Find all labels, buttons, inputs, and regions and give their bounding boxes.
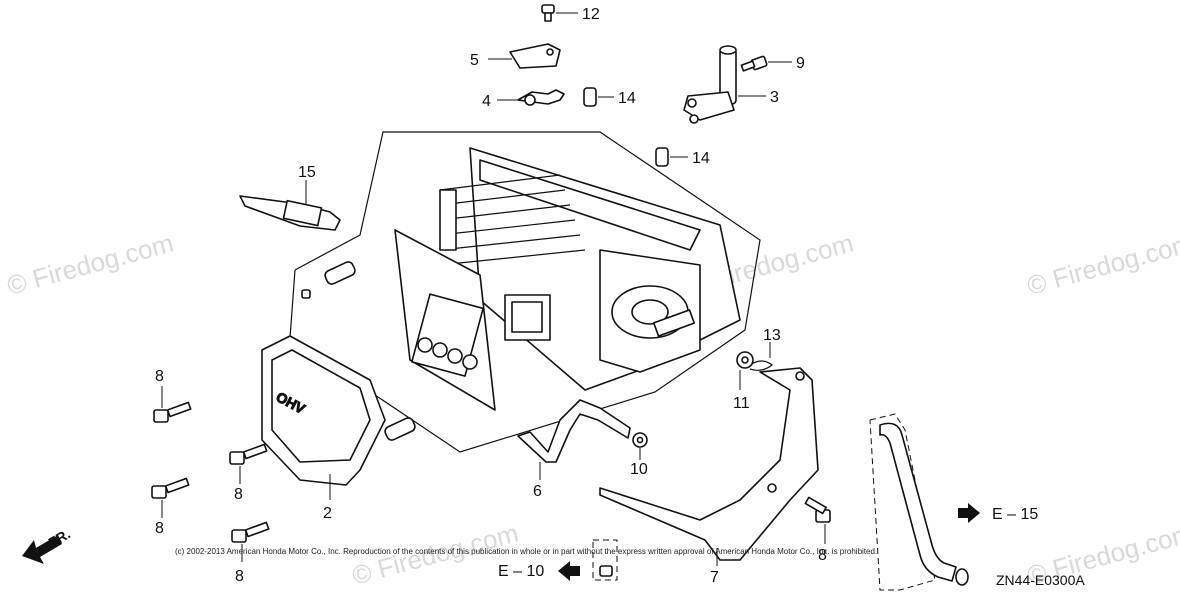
e10-label: E – 10 [498,563,544,580]
part-7-baffle-plate: 7 [599,367,819,586]
e10-reference: E – 10 [498,539,618,581]
callout-4: 4 [482,93,491,110]
part-2-head-cover: OHV 2 [261,335,386,522]
callout-3: 3 [770,89,779,106]
callout-14b: 14 [692,150,710,167]
callout-8b: 8 [234,486,243,503]
callout-15: 15 [298,164,316,181]
part-5-plate: 5 [470,43,561,69]
valve-guides [301,261,416,441]
cylinder-block [394,147,741,411]
callout-8a: 8 [155,368,164,385]
e15-reference: E – 15 [958,503,1038,523]
part-14-dowel-pin-b: 14 [655,147,710,167]
watermark: © Firedog.com [1024,228,1180,301]
copyright-notice: (c) 2002-2013 American Honda Motor Co., … [175,547,877,556]
part-8-bolt-a: 8 [153,368,192,423]
part-6-lever: 6 [517,399,631,500]
hose-reference [869,413,969,591]
callout-14a: 14 [618,90,636,107]
part-8-bolt-b: 8 [229,443,268,503]
part-8-bolt-c: 8 [151,477,190,537]
callout-8d: 8 [235,568,244,585]
part-3-breather-pipe: 3 [683,45,779,124]
callout-8e: 8 [818,547,827,564]
callout-8c: 8 [155,520,164,537]
watermark: © Firedog.com [4,228,177,301]
part-12-bolt: 12 [541,4,600,23]
part-8-bolt-d: 8 [231,521,270,585]
assembly-outline [289,131,761,453]
callout-13: 13 [763,327,781,344]
callout-9: 9 [796,55,805,72]
front-direction-arrow: FR. [22,525,73,564]
part-11-nut: 11 [733,351,754,412]
part-15-spark-plug: 15 [239,164,341,231]
callout-11: 11 [733,395,750,412]
callout-10: 10 [630,461,648,478]
part-9-bolt: 9 [740,55,805,72]
callout-12: 12 [582,6,600,23]
part-8-bolt-e: 8 [804,496,831,564]
part-4-lock-plate: 4 [482,89,565,110]
part-14-dowel-pin-a: 14 [583,87,636,107]
callout-5: 5 [470,52,479,69]
e15-label: E – 15 [992,506,1038,523]
part-13-clip: 13 [749,327,781,371]
callout-2: 2 [323,505,332,522]
callout-6: 6 [533,483,542,500]
callout-7: 7 [710,569,719,586]
diagram-code: ZN44-E0300A [996,572,1085,588]
part-10-washer: 10 [630,432,648,478]
